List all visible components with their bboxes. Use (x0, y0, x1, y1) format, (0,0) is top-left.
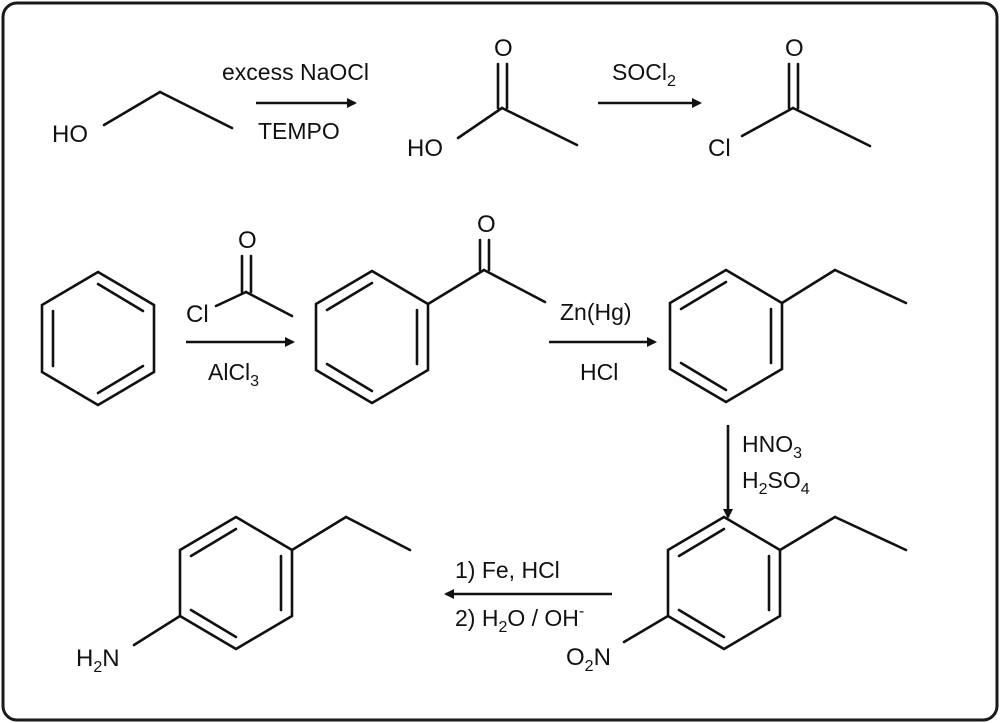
benzene-double-2 (96, 364, 145, 395)
step1-reagent-bottom: TEMPO (258, 118, 340, 144)
benzene-ring (40, 270, 156, 407)
step1-reagent-top: excess NaOCl (222, 59, 369, 85)
nitro-double-1 (677, 527, 726, 558)
ethylbenzene-double-1 (679, 280, 728, 311)
step3-reagent-o-label: O (238, 227, 257, 254)
step4-reagent-bottom: HCl (580, 359, 618, 385)
acetic-acid-oh-label: HO (407, 135, 443, 162)
ethanol: HO (52, 90, 234, 148)
4-ethylaniline: H2N (76, 515, 412, 676)
acetic-acid-bond-o-c (456, 106, 504, 140)
nitro-double-3 (677, 608, 726, 639)
aniline-bond-ring-n (132, 614, 182, 647)
step3-reagent-bond-cl-c (214, 290, 248, 308)
benzene (40, 270, 156, 407)
acetic-acid: O HO (407, 35, 579, 162)
step2-reagent: SOCl2 (612, 59, 676, 90)
acetyl-chloride-o-label: O (785, 35, 804, 62)
step1-oxidation: excess NaOCl TEMPO (222, 59, 369, 144)
step4-reagent-top: Zn(Hg) (560, 299, 632, 325)
ethanol-bond-c-c (158, 90, 234, 130)
nitro-ethylbenzene: O2N (566, 515, 908, 675)
step3-acylation: O Cl AlCl3 (186, 227, 295, 390)
aniline-double-1 (189, 527, 238, 558)
step6-reagent-1: 1) Fe, HCl (455, 557, 560, 583)
acetophenone-double-3 (325, 362, 374, 393)
step2-chlorination: SOCl2 (598, 59, 702, 108)
step3-catalyst: AlCl3 (208, 359, 259, 390)
step5-nitration: HNO3 H2SO4 (723, 425, 810, 519)
benzene-double-1 (96, 282, 145, 313)
ethylbenzene-double-3 (679, 361, 728, 392)
step5-reagent-1: HNO3 (742, 431, 802, 462)
acetyl-chloride-cl-label: Cl (708, 135, 731, 162)
step6-reagent-2: 2) H2O / OH- (455, 603, 584, 636)
acetophenone-bond-c-ch3 (482, 268, 547, 304)
step3-reagent-bond-c-c (244, 290, 294, 318)
acetophenone-bond-ring-c (426, 268, 486, 306)
nitro-bond-ch2-ch3 (833, 515, 908, 552)
acetic-acid-bond-c-c (500, 106, 579, 147)
acetyl-chloride: O Cl (708, 35, 872, 162)
aniline-bond-ring-ch2 (290, 515, 348, 552)
ethylbenzene-bond-ch2-ch3 (833, 268, 908, 305)
ethanol-oh-label: HO (52, 121, 88, 148)
nitro-bond-ring-ch2 (778, 515, 837, 552)
acetophenone-double-1 (325, 281, 374, 312)
acetophenone-o-label: O (477, 211, 496, 238)
nitro-bond-ring-n (622, 614, 670, 644)
amine-group-label: H2N (76, 645, 120, 676)
step6-reduction: 1) Fe, HCl 2) H2O / OH- (444, 557, 612, 636)
ethylbenzene (668, 268, 908, 404)
ethanol-bond-o-c (102, 90, 162, 127)
step5-reagent-2: H2SO4 (742, 467, 810, 498)
ethylbenzene-bond-ring-ch2 (780, 268, 837, 305)
aniline-bond-ch2-ch3 (344, 515, 412, 552)
aniline-double-3 (189, 608, 238, 639)
acetyl-chloride-bond-cl-c (740, 106, 795, 138)
acetic-acid-o-label: O (494, 35, 513, 62)
step4-reduction: Zn(Hg) HCl (549, 299, 657, 385)
acetyl-chloride-bond-c-c (791, 106, 872, 148)
nitro-group-label: O2N (566, 644, 611, 675)
step3-reagent-cl-label: Cl (186, 301, 209, 328)
acetophenone: O (314, 211, 547, 405)
